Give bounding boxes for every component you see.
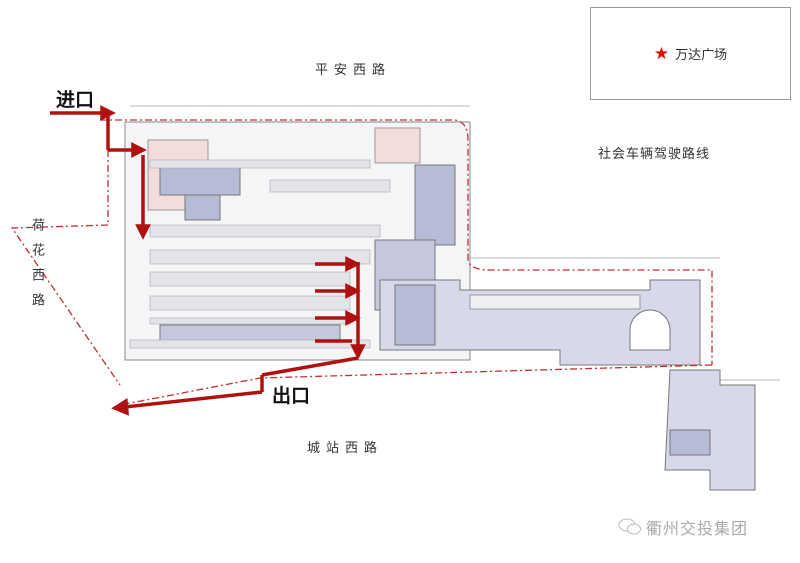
- road-label-west: 荷花西路: [29, 218, 44, 318]
- exit-arrows: [111, 256, 366, 416]
- entrance-arrows: [50, 105, 151, 240]
- watermark: 衢州交投集团: [618, 515, 748, 539]
- road-label-south: 城站西路: [307, 441, 384, 456]
- legend-label: 万达广场: [675, 48, 728, 63]
- mall-building: [379, 279, 756, 491]
- exit-label: 出口: [272, 385, 311, 407]
- star-icon: ★: [653, 43, 670, 64]
- watermark-text: 衢州交投集团: [646, 519, 749, 538]
- parking-rows: [129, 159, 391, 349]
- route-legend-label: 社会车辆驾驶路线: [598, 147, 711, 162]
- entrance-label: 进口: [56, 89, 95, 111]
- wechat-icon: [618, 518, 641, 535]
- legend-box: ★ 万达广场: [590, 7, 791, 100]
- vehicle-route-line: [10, 119, 713, 406]
- road-label-north: 平安西路: [315, 63, 392, 78]
